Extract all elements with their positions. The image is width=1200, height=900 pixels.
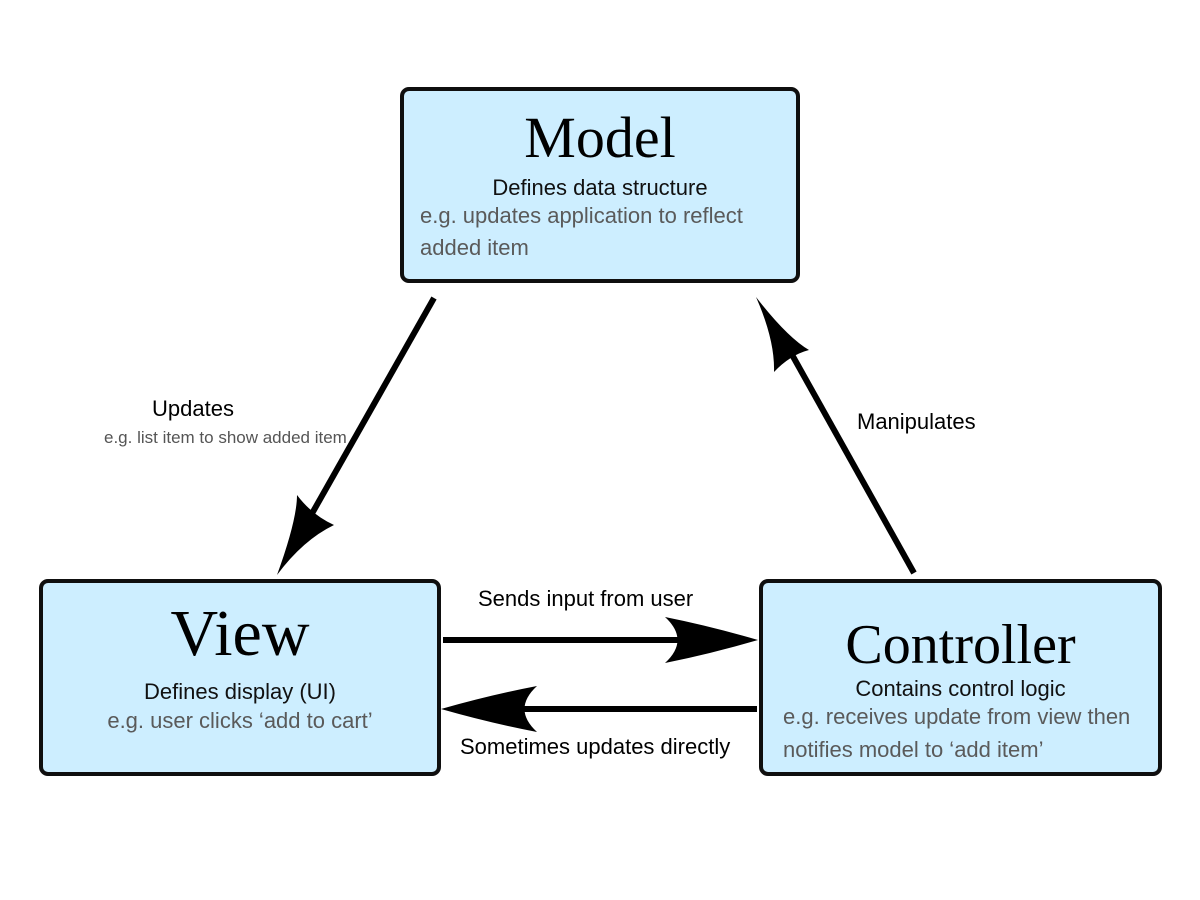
model-example: e.g. updates application to reflect adde… xyxy=(420,203,743,260)
view-description: Defines display (UI) xyxy=(144,679,336,704)
arrow-controller-to-model xyxy=(756,297,917,575)
arrow-model-to-view xyxy=(277,296,437,575)
controller-title: Controller xyxy=(845,614,1076,676)
sends-input-label: Sends input from user xyxy=(478,586,694,611)
arrow-view-to-controller xyxy=(443,617,758,663)
controller-box: Controller Contains control logic e.g. r… xyxy=(759,579,1162,776)
model-title: Model xyxy=(524,105,676,170)
controller-example: e.g. receives update from view then noti… xyxy=(783,704,1131,762)
model-description: Defines data structure xyxy=(492,175,708,200)
view-title: View xyxy=(170,597,310,670)
view-box: View Defines display (UI) e.g. user clic… xyxy=(39,579,441,776)
sometimes-updates-label: Sometimes updates directly xyxy=(460,734,731,759)
model-box: Model Defines data structure e.g. update… xyxy=(400,87,800,283)
view-example: e.g. user clicks ‘add to cart’ xyxy=(107,708,373,733)
updates-example-label: e.g. list item to show added item xyxy=(104,428,347,447)
arrow-controller-to-view xyxy=(441,686,757,732)
controller-description: Contains control logic xyxy=(855,676,1066,701)
updates-label: Updates xyxy=(152,396,234,421)
manipulates-label: Manipulates xyxy=(857,409,976,434)
